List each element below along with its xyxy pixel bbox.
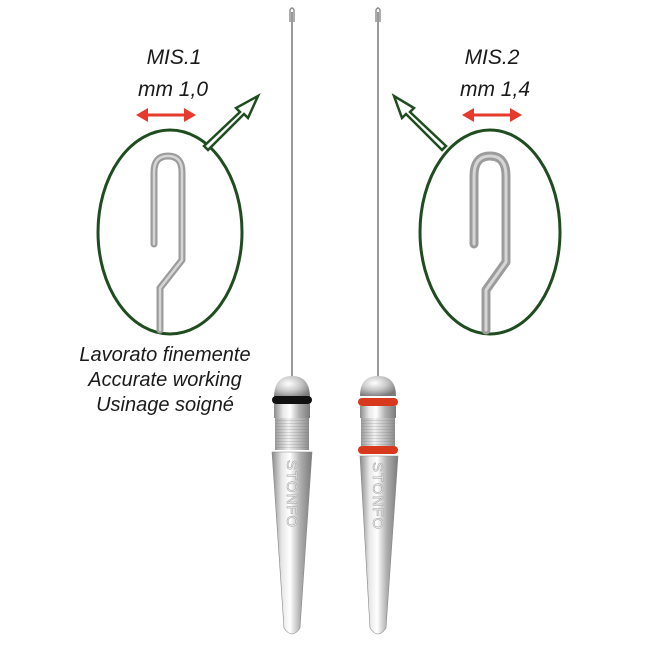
right-o-ring-bottom — [358, 446, 398, 454]
right-tool — [358, 7, 399, 635]
left-zoom-detail — [96, 93, 261, 336]
left-red-double-arrow — [136, 108, 196, 122]
description-french: Usinage soigné — [96, 394, 234, 416]
left-zoom-oval — [96, 128, 244, 336]
right-zoom-detail — [391, 93, 562, 336]
left-tool-size: mm 1,0 — [137, 78, 208, 101]
description-english: Accurate working — [88, 369, 242, 391]
right-zoom-oval — [418, 128, 562, 336]
right-tool-size: mm 1,4 — [459, 78, 530, 101]
left-handle-cap — [274, 376, 310, 398]
left-collar — [274, 404, 310, 418]
right-red-double-arrow — [462, 108, 522, 122]
right-handle-body — [359, 455, 399, 635]
left-handle-body — [271, 451, 313, 635]
right-handle-cap — [360, 376, 396, 396]
left-outline-arrow — [202, 93, 261, 152]
left-needle-hook — [289, 7, 295, 22]
left-brand-engraving: STONFO — [283, 460, 300, 528]
right-tool-title: MIS.2 — [464, 46, 520, 69]
right-collar — [360, 406, 396, 418]
left-o-ring — [272, 396, 312, 404]
left-tool — [271, 7, 313, 635]
left-tool-title: MIS.1 — [146, 46, 202, 69]
description-block: Lavorato finemente Accurate working Usin… — [40, 343, 290, 418]
description-italian: Lavorato finemente — [79, 344, 251, 366]
right-brand-engraving: STONFO — [369, 462, 386, 530]
right-o-ring-top — [358, 398, 398, 406]
right-needle-hook — [375, 7, 381, 22]
right-outline-arrow — [391, 93, 448, 152]
